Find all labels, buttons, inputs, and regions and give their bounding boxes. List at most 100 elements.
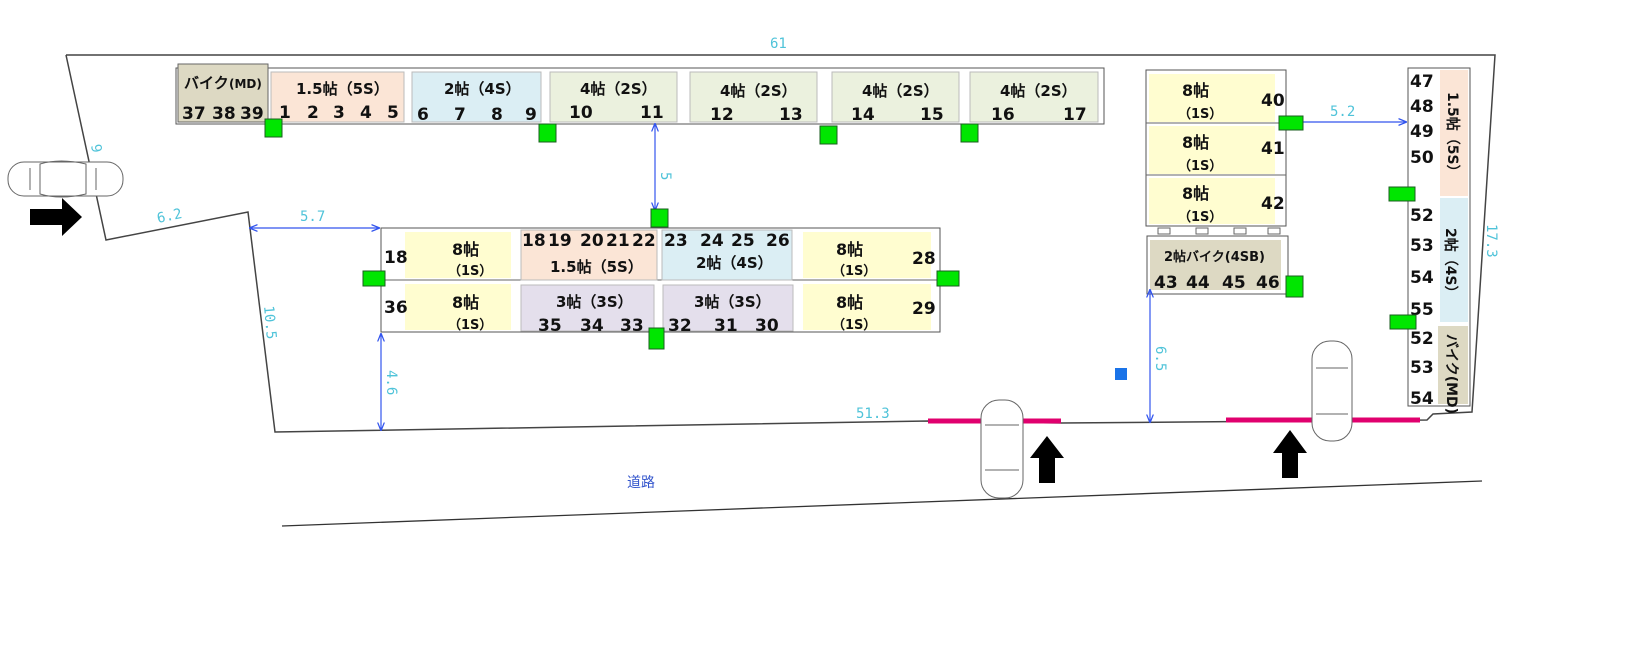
car-icon-bottom-right	[1311, 340, 1353, 442]
unit-sublabel: （1S）	[832, 317, 876, 333]
slot-number: 18	[384, 248, 408, 268]
unit-label: 3帖（3S）	[694, 293, 771, 311]
slot-number: 52	[1410, 206, 1434, 226]
slot-number: 2	[307, 103, 319, 123]
slot-number: 54	[1410, 389, 1434, 409]
unit-8-jo-28: 8帖 （1S） 28	[803, 232, 936, 279]
slot-number: 7	[454, 105, 466, 125]
slot-number: 33	[620, 316, 644, 336]
slot-number: 12	[710, 105, 734, 125]
dimension-label-left-mid: 6.2	[156, 206, 184, 227]
unit-label: 3帖（3S）	[556, 293, 633, 311]
dimension-label-center-vertical: 5	[657, 172, 673, 180]
unit-label: バイク(MD)	[1443, 334, 1459, 414]
unit-label: 2帖（4S）	[1442, 228, 1459, 300]
unit-2-jo-4s-mid: 23 24 25 26 2帖（4S）	[661, 229, 793, 281]
slot-number: 35	[538, 316, 562, 336]
unit-2-jo-4s-top: 2帖（4S） 6 7 8 9	[411, 71, 542, 125]
slot-number: 13	[779, 105, 803, 125]
unit-4-jo-2s-d: 4帖（2S） 16 17	[969, 71, 1099, 125]
dimension-arrows	[250, 122, 1406, 430]
slot-number: 52	[1410, 329, 1434, 349]
dimension-label-gap-upper: 5.7	[300, 209, 325, 225]
dimension-label-right-horizontal: 5.2	[1330, 104, 1355, 120]
unit-sublabel: （1S）	[448, 317, 492, 333]
unit-label: 2帖（4S）	[696, 254, 773, 272]
unit-label: 4帖（2S）	[720, 82, 797, 100]
slot-number: 50	[1410, 148, 1434, 168]
road-edge-line	[281, 480, 1483, 527]
entry-arrow-bottom-left-icon	[1030, 436, 1064, 483]
dimension-label-right-vertical: 6.5	[1152, 346, 1168, 371]
dimension-label-left-diag: 10.5	[260, 305, 279, 340]
slot-number: 31	[714, 316, 738, 336]
unit-label: 1.5帖（5S）	[550, 258, 643, 276]
unit-3-jo-3s-right: 3帖（3S） 32 31 30	[662, 284, 794, 336]
slot-number: 6	[417, 105, 429, 125]
entry-arrow-left-icon	[30, 198, 82, 236]
slot-number: 18	[522, 231, 546, 251]
car-icon-left	[7, 160, 124, 198]
slot-number: 15	[920, 105, 944, 125]
unit-8-jo-42: 8帖 （1S） 42	[1149, 178, 1285, 225]
unit-label: 8帖	[1182, 81, 1209, 100]
green-markers	[264, 115, 1417, 350]
unit-4-jo-2s-b: 4帖（2S） 12 13	[689, 71, 818, 125]
unit-1-5-jo-5s-right: 1.5帖（5S） 47 48 49 50	[1410, 70, 1468, 196]
slot-number: 14	[851, 105, 875, 125]
unit-4-jo-2s-c: 4帖（2S） 14 15	[831, 71, 960, 125]
unit-label: 8帖	[452, 240, 479, 259]
unit-1-5-jo-5s-top: 1.5帖（5S） 1 2 3 4 5	[270, 71, 405, 123]
unit-sublabel: （1S）	[1178, 106, 1222, 122]
unit-8-jo-36: 8帖 （1S） 36	[384, 284, 511, 333]
unit-sublabel: (MD)	[229, 77, 262, 91]
road-label: 道路	[627, 475, 655, 491]
slot-number: 22	[632, 231, 656, 251]
slot-number: 38	[212, 104, 236, 124]
slot-number: 32	[668, 316, 692, 336]
car-icon-bottom-left	[980, 399, 1024, 499]
slot-number: 10	[569, 103, 593, 123]
unit-8-jo-40: 8帖 （1S） 40	[1149, 74, 1285, 122]
unit-8-jo-41: 8帖 （1S） 41	[1149, 126, 1285, 174]
unit-label: 2帖バイク(4SB)	[1164, 249, 1265, 265]
slot-number: 11	[640, 103, 664, 123]
unit-label: 8帖	[452, 293, 479, 312]
unit-3-jo-3s-left: 3帖（3S） 35 34 33	[520, 284, 655, 336]
slot-number: 42	[1261, 194, 1285, 214]
slot-number: 46	[1256, 273, 1280, 293]
unit-label: 8帖	[1182, 184, 1209, 203]
slot-number: 4	[360, 103, 372, 123]
slot-number: 53	[1410, 358, 1434, 378]
slot-number: 54	[1410, 268, 1434, 288]
slot-number: 43	[1154, 273, 1178, 293]
slot-number: 47	[1410, 72, 1434, 92]
unit-label: 8帖	[836, 293, 863, 312]
unit-label: 2帖（4S）	[444, 80, 521, 98]
unit-8-jo-29: 8帖 （1S） 29	[803, 284, 936, 333]
unit-2-jo-4s-right: 2帖（4S） 52 53 54 55	[1410, 198, 1468, 322]
dimension-label-top: 61	[770, 36, 787, 52]
slot-number: 26	[766, 231, 790, 251]
slot-number: 17	[1063, 105, 1087, 125]
slot-number: 8	[491, 105, 503, 125]
slot-number: 25	[731, 231, 755, 251]
slot-number: 45	[1222, 273, 1246, 293]
unit-1-5-jo-5s-mid: 18 19 20 21 22 1.5帖（5S）	[520, 229, 658, 281]
unit-label: バイク	[184, 74, 229, 92]
slot-number: 23	[664, 231, 688, 251]
slot-number: 48	[1410, 97, 1434, 117]
slot-number: 41	[1261, 139, 1285, 159]
slot-number: 30	[755, 316, 779, 336]
slot-number: 3	[333, 103, 345, 123]
dimension-label-left-upper: 9	[87, 143, 104, 154]
slot-number: 29	[912, 299, 936, 319]
unit-label: 8帖	[836, 240, 863, 259]
unit-sublabel: （1S）	[832, 263, 876, 279]
unit-label: 4帖（2S）	[862, 82, 939, 100]
unit-label: 4帖（2S）	[1000, 82, 1077, 100]
unit-bike-md-right: バイク(MD) 52 53 54	[1410, 326, 1468, 414]
slot-number: 37	[182, 104, 206, 124]
slot-number: 49	[1410, 122, 1434, 142]
